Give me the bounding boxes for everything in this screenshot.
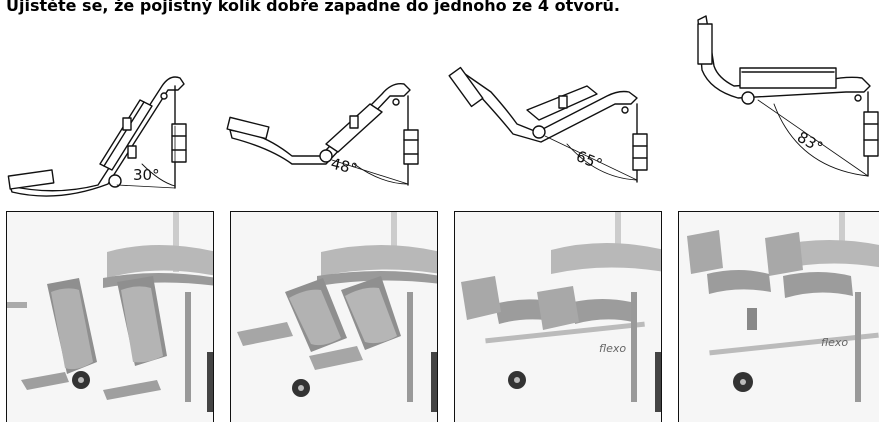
photo-legrest-48	[230, 211, 438, 422]
photo-legrest-83: flexo	[678, 211, 879, 422]
angle-label: 30°	[133, 166, 160, 184]
legrest-diagram-30: 30°	[7, 76, 187, 197]
instruction-text: Ujistěte se, že pojistný kolík dobře zap…	[6, 0, 621, 15]
brand-label: flexo	[599, 342, 626, 355]
angle-label: 65°	[574, 147, 605, 174]
legrest-diagram-48: 48°	[226, 83, 419, 186]
brand-label: flexo	[821, 336, 848, 349]
legrest-diagram-65: 65°	[448, 66, 648, 183]
instruction-heading: Ujistěte se, že pojistný kolík dobře zap…	[6, 0, 879, 22]
legrest-diagram-83: 83°	[697, 15, 879, 177]
angle-label: 83°	[794, 128, 826, 157]
photo-legrest-30	[6, 211, 214, 422]
angle-label: 48°	[329, 154, 359, 178]
photo-legrest-65: flexo	[454, 211, 662, 422]
